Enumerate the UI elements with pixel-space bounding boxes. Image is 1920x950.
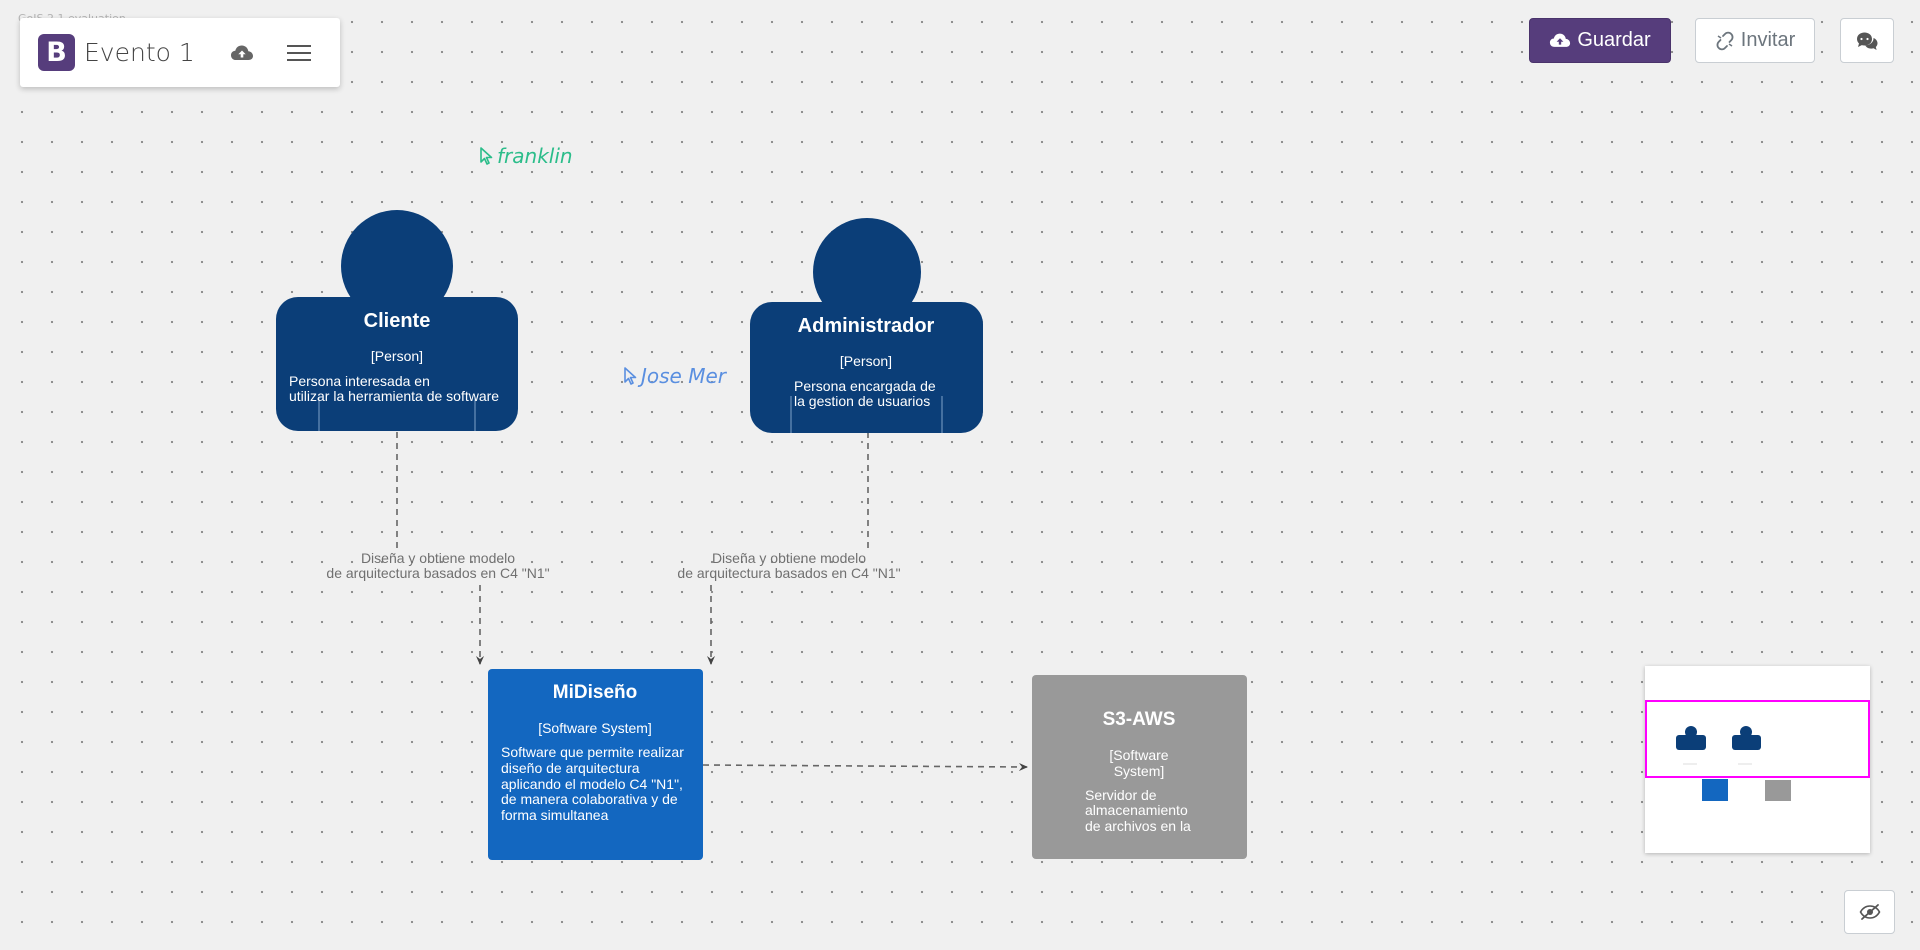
menu-button[interactable] — [284, 38, 314, 68]
minimap-node-cliente — [1676, 726, 1706, 750]
node-description: Persona encargada de — [794, 378, 936, 394]
node-description: de manera colaborativa y de — [501, 791, 678, 807]
node-kind: [Person] — [371, 348, 423, 364]
software-system-box — [488, 669, 703, 860]
external-system-box — [1032, 675, 1247, 859]
node-description: Software que permite realizar — [501, 744, 684, 760]
document-title[interactable]: Evento 1 — [84, 38, 195, 67]
edge-label-line: de arquitectura basados en C4 "N1" — [326, 565, 549, 581]
node-kind: [Person] — [840, 353, 892, 369]
person-head — [813, 218, 921, 326]
eye-slash-icon — [1859, 904, 1880, 920]
node-midiseno[interactable]: MiDiseño [Software System] Software que … — [488, 669, 703, 860]
minimap-node-midiseno — [1702, 779, 1728, 801]
cloud-upload-icon — [231, 45, 253, 60]
hamburger-menu-icon — [287, 44, 311, 61]
invite-button[interactable]: Invitar — [1695, 18, 1815, 63]
diagram-overview-minimap[interactable] — [1645, 666, 1870, 853]
chat-button[interactable] — [1840, 18, 1894, 63]
minimap-node-administrador — [1732, 726, 1761, 750]
edge-cliente-midiseno[interactable]: Diseña y obtiene modelo de arquitectura … — [326, 432, 550, 664]
cloud-upload-icon — [1550, 33, 1571, 47]
node-title: S3-AWS — [1103, 709, 1176, 730]
app-logo[interactable]: B — [38, 34, 75, 71]
invite-button-label: Invitar — [1740, 29, 1796, 51]
remote-cursor-name: franklin — [497, 144, 573, 168]
node-kind: [Software System] — [538, 720, 652, 736]
save-button[interactable]: Guardar — [1529, 18, 1671, 63]
chat-bubbles-icon — [1857, 32, 1878, 50]
node-s3-aws[interactable]: S3-AWS [Software System] Servidor de alm… — [1032, 675, 1247, 859]
edge-administrador-midiseno[interactable]: Diseña y obtiene modelo de arquitectura … — [677, 432, 901, 664]
node-description: almacenamiento — [1085, 802, 1188, 818]
node-description: forma simultanea — [501, 807, 609, 823]
pointer-cursor-icon — [480, 147, 493, 165]
minimap-node-s3 — [1765, 780, 1791, 801]
remote-cursor-jose: Jose Mer — [624, 364, 726, 388]
node-title: Administrador — [798, 315, 935, 337]
node-description: utilizar la herramienta de software — [289, 388, 499, 404]
minimap-viewport-box[interactable] — [1645, 700, 1870, 778]
node-description: aplicando el modelo C4 "N1", — [501, 776, 683, 792]
person-head — [341, 210, 453, 322]
person-body — [276, 297, 518, 431]
minimap-content — [1676, 726, 1791, 801]
cloud-upload-button[interactable] — [227, 38, 257, 68]
node-description: Servidor de — [1085, 787, 1157, 803]
remote-cursor-franklin: franklin — [480, 144, 573, 168]
node-description: Persona interesada en — [289, 373, 430, 389]
remote-cursor-name: Jose Mer — [641, 364, 726, 388]
edge-label-line: Diseña y obtiene modelo — [712, 550, 866, 566]
edge-midiseno-s3[interactable] — [702, 762, 1028, 771]
node-description: diseño de arquitectura — [501, 760, 640, 776]
person-body — [750, 302, 983, 433]
save-button-label: Guardar — [1577, 29, 1651, 51]
node-cliente[interactable]: Cliente [Person] Persona interesada en u… — [276, 210, 518, 431]
pointer-cursor-icon — [624, 367, 637, 385]
node-title: Cliente — [364, 310, 431, 332]
edge-label-line: de arquitectura basados en C4 "N1" — [677, 565, 900, 581]
node-description: de archivos en la — [1085, 818, 1191, 834]
node-administrador[interactable]: Administrador [Person] Persona encargada… — [750, 218, 983, 433]
node-kind: [Software — [1109, 747, 1168, 763]
link-broken-icon — [1716, 31, 1734, 50]
node-description: la gestion de usuarios — [794, 393, 930, 409]
toggle-visibility-button[interactable] — [1844, 890, 1895, 934]
edge-label-line: Diseña y obtiene modelo — [361, 550, 515, 566]
document-toolbar: B Evento 1 — [20, 18, 340, 87]
node-title: MiDiseño — [553, 682, 637, 703]
node-kind: System] — [1114, 763, 1165, 779]
